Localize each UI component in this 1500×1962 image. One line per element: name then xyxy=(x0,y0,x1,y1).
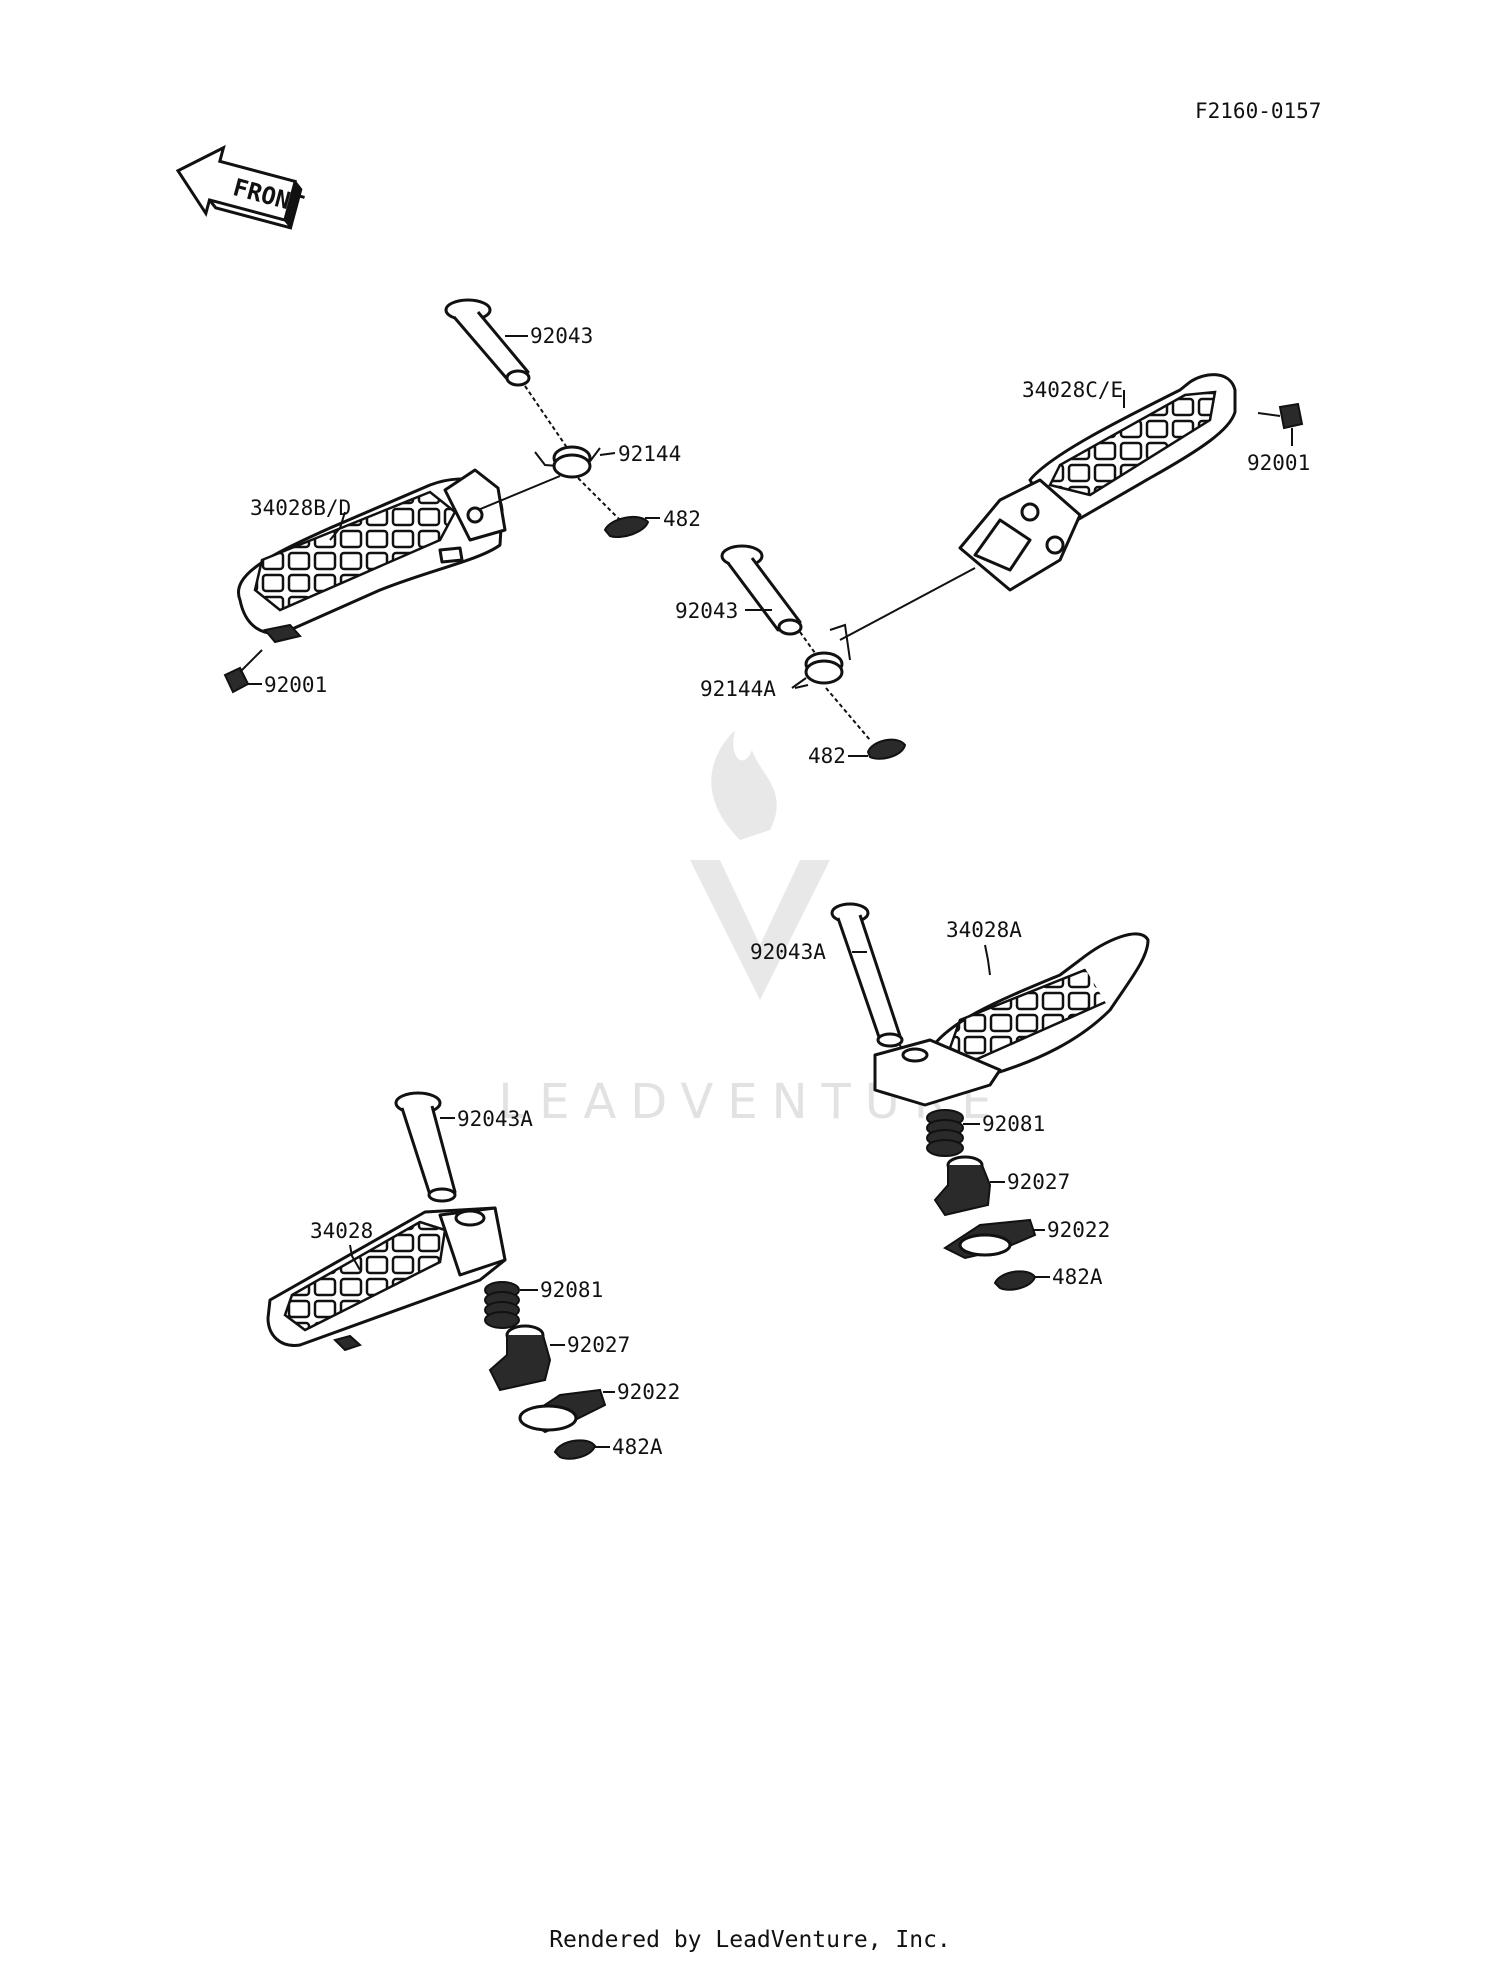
front-arrow-icon: FRONT xyxy=(175,144,307,231)
callout-footpeg-base: 34028 xyxy=(310,1219,373,1243)
holder-92027-bottom-left xyxy=(488,1324,552,1392)
callout-footpeg-c-e: 34028C/E xyxy=(1022,378,1123,402)
footpeg-34028 xyxy=(266,1206,507,1352)
callout-holder: 92027 xyxy=(567,1333,630,1357)
clip-482-top-left xyxy=(603,515,650,538)
diagram-id: F2160-0157 xyxy=(1195,99,1321,123)
callout-clip-a-right: 482A xyxy=(1052,1265,1103,1289)
footpeg-34028A xyxy=(873,932,1150,1107)
callout-clip: 482 xyxy=(663,507,701,531)
callout-clip-a: 482A xyxy=(612,1435,663,1459)
clip-482-top-right xyxy=(866,738,907,760)
spring-92144A xyxy=(791,623,851,689)
pin-92043A-bottom-left xyxy=(394,1091,457,1203)
callout-pin-a: 92043A xyxy=(457,1107,533,1131)
callout-pin: 92043 xyxy=(530,324,593,348)
callout-holder-right: 92027 xyxy=(1007,1170,1070,1194)
bolt-92001-top-right xyxy=(1257,402,1304,430)
callout-footpeg-a: 34028A xyxy=(946,918,1022,942)
bolt-92001-top-left xyxy=(223,649,263,694)
footpeg-34028C-E xyxy=(958,373,1237,592)
callout-bolt: 92001 xyxy=(264,673,327,697)
spring-92144 xyxy=(534,445,601,479)
watermark-logo xyxy=(690,730,830,1000)
clip-482A-bottom-left xyxy=(553,1439,597,1460)
callout-spring-a: 92144A xyxy=(700,677,776,701)
callout-spring-92081: 92081 xyxy=(540,1278,603,1302)
callout-plate-right: 92022 xyxy=(1047,1218,1110,1242)
holder-92027-bottom-right xyxy=(933,1155,992,1217)
plate-92022-bottom-right xyxy=(942,1218,1037,1260)
spring-92081-bottom-right xyxy=(926,1109,964,1157)
callout-clip-right: 482 xyxy=(808,744,846,768)
pin-92043 xyxy=(444,298,531,387)
render-credit: Rendered by LeadVenture, Inc. xyxy=(549,1927,951,1953)
callout-pin-a-right: 92043A xyxy=(750,940,826,964)
callout-spring: 92144 xyxy=(618,442,681,466)
callout-pin-right: 92043 xyxy=(675,599,738,623)
assembly-bottom-left: 92043A 34028 92081 92027 92022 482A xyxy=(266,1091,680,1460)
footpeg-34028B-D xyxy=(237,468,507,644)
plate-92022-bottom-left xyxy=(518,1388,607,1434)
callout-plate: 92022 xyxy=(617,1380,680,1404)
assembly-bottom-right: 92043A 34028A 92081 92027 92022 482A xyxy=(750,902,1150,1291)
pin-92043-top-right xyxy=(720,544,803,636)
clip-482A-bottom-right xyxy=(993,1270,1037,1291)
callout-bolt-right: 92001 xyxy=(1247,451,1310,475)
assembly-top-right: 34028C/E 92001 92043 92144A 482 xyxy=(675,373,1310,768)
callout-spring-92081-right: 92081 xyxy=(982,1112,1045,1136)
pin-92043A-bottom-right xyxy=(830,902,904,1048)
assembly-top-left: 92043 92144 482 34028B/D 92001 xyxy=(223,298,701,697)
callout-footpeg: 34028B/D xyxy=(250,496,351,520)
spring-92081-bottom-left xyxy=(484,1281,520,1329)
